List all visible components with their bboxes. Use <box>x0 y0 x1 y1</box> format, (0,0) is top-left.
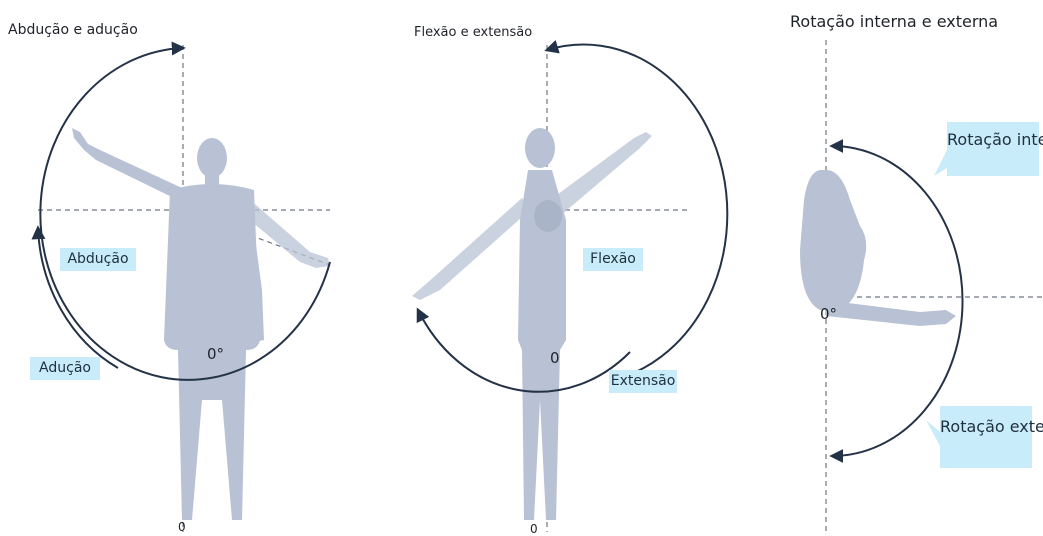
flexion-title: Flexão e extensão <box>414 25 532 40</box>
adduction-tag: Adução <box>30 357 100 380</box>
extension-tag: Extensão <box>609 370 677 393</box>
internal-rotation-tag: Rotação interna <box>947 122 1039 176</box>
flexion-panel <box>412 44 727 532</box>
flexion-zero-label: 0 <box>550 349 560 367</box>
external-rotation-tag: Rotação externa <box>940 406 1032 468</box>
flexion-bottom-label: 0 <box>530 522 538 536</box>
rotation-zero-label: 0° <box>820 305 837 323</box>
abduction-panel <box>38 45 330 532</box>
flexion-arc <box>547 44 727 378</box>
human-figure-top <box>800 170 956 326</box>
human-figure-side <box>412 128 652 520</box>
external-pointer <box>926 420 940 446</box>
internal-pointer <box>934 150 947 176</box>
abduction-tag: Abdução <box>60 248 136 271</box>
flexion-tag: Flexão <box>583 248 643 271</box>
abduction-title: Abdução e adução <box>8 22 138 38</box>
rotation-title: Rotação interna e externa <box>790 12 998 31</box>
human-figure-front <box>72 128 330 520</box>
abduction-zero-label: 0° <box>207 345 224 363</box>
